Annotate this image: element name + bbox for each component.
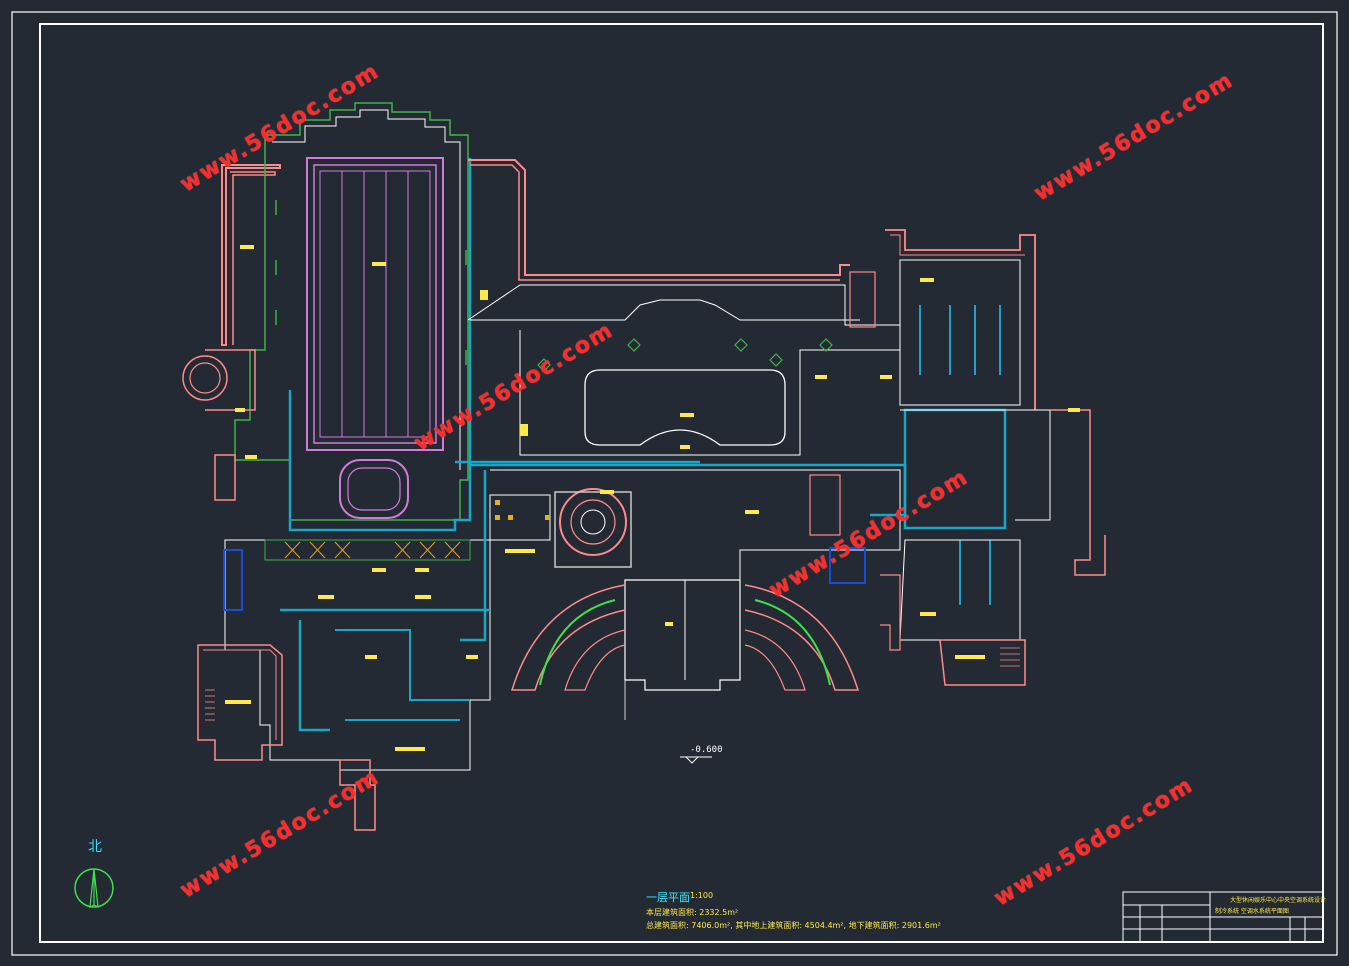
plant-rooms <box>809 229 1106 686</box>
outer-frame <box>11 11 1338 956</box>
room-label-marks <box>225 245 1080 751</box>
floor-area-line: 本层建筑面积: 2332.5m² <box>646 908 739 917</box>
title-block-project: 大型休闲娱乐中心中央空调系统设计 <box>1230 897 1327 904</box>
inner-frame <box>39 23 1324 943</box>
plan-scale: 1:100 <box>690 891 714 900</box>
title-block <box>1122 891 1324 943</box>
pool-hall <box>182 102 700 532</box>
ramp-right <box>744 584 860 691</box>
swimming-pool <box>306 157 444 451</box>
service-block <box>197 470 491 831</box>
total-area-line: 总建筑面积: 7406.0m², 其中地上建筑面积: 4504.4m², 地下建… <box>646 921 941 930</box>
title-block-drawing: 制冷系统 空调水系统平面图 <box>1215 908 1289 915</box>
north-arrow-icon <box>74 868 114 909</box>
north-label: 北 <box>88 839 102 855</box>
elevation-mark: -0.600 <box>690 745 723 755</box>
plan-title: 一层平面 <box>646 891 690 904</box>
atrium-void <box>584 369 786 446</box>
spiral-stair <box>559 488 627 556</box>
ramp-left <box>510 584 626 691</box>
spa-pool <box>339 459 409 519</box>
